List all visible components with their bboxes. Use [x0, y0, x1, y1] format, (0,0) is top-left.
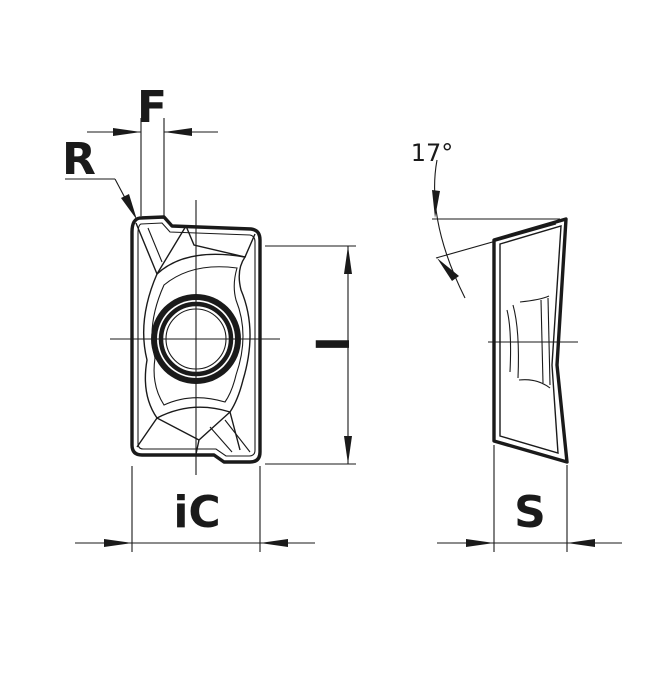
facet-line-bottom: [224, 419, 251, 453]
arrow-F-right: [164, 128, 192, 136]
groove-inner: [151, 266, 244, 406]
arrow-S-right: [567, 539, 595, 547]
label-angle: 17°: [411, 139, 454, 167]
chip-breaker-corner-bottom: [136, 417, 200, 448]
chip-breaker-corner-top: [135, 222, 187, 276]
dimension-l: l: [265, 245, 356, 465]
arrow-S-left: [466, 539, 494, 547]
side-rake-face: [499, 225, 562, 454]
chip-breaker-bottom: [195, 410, 241, 455]
arrow-R: [121, 194, 137, 220]
groove-outer: [143, 253, 251, 419]
label-F: F: [137, 82, 167, 133]
arrow-iC-left: [104, 539, 132, 547]
arrow-F-left: [113, 128, 141, 136]
label-R: R: [62, 134, 96, 185]
arrow-angle-top: [432, 190, 440, 218]
side-groove-3: [519, 295, 550, 303]
insert-side-view: [488, 217, 578, 464]
arrow-l-top: [344, 246, 352, 274]
dimension-S: S: [437, 445, 622, 552]
side-outline: [492, 217, 569, 464]
arrow-iC-right: [260, 539, 288, 547]
dimension-angle: 17°: [411, 139, 560, 299]
dimension-iC: iC: [75, 466, 315, 552]
label-S: S: [514, 487, 546, 538]
chip-breaker-top: [185, 225, 256, 258]
facet-line-bottom-2: [209, 426, 233, 453]
side-groove-1: [506, 309, 512, 373]
arrow-angle-bottom: [437, 258, 459, 281]
label-iC: iC: [173, 487, 220, 538]
label-l: l: [305, 336, 356, 351]
insert-front-view: [110, 200, 280, 475]
dimension-R: R: [62, 134, 137, 220]
arrow-l-bottom: [344, 436, 352, 464]
angle-arc: [434, 159, 466, 299]
insert-outline: [130, 215, 262, 464]
dimension-F: F: [87, 82, 218, 216]
side-groove-2: [512, 304, 519, 379]
facet-line-top: [147, 227, 163, 263]
side-groove-4: [518, 379, 551, 389]
